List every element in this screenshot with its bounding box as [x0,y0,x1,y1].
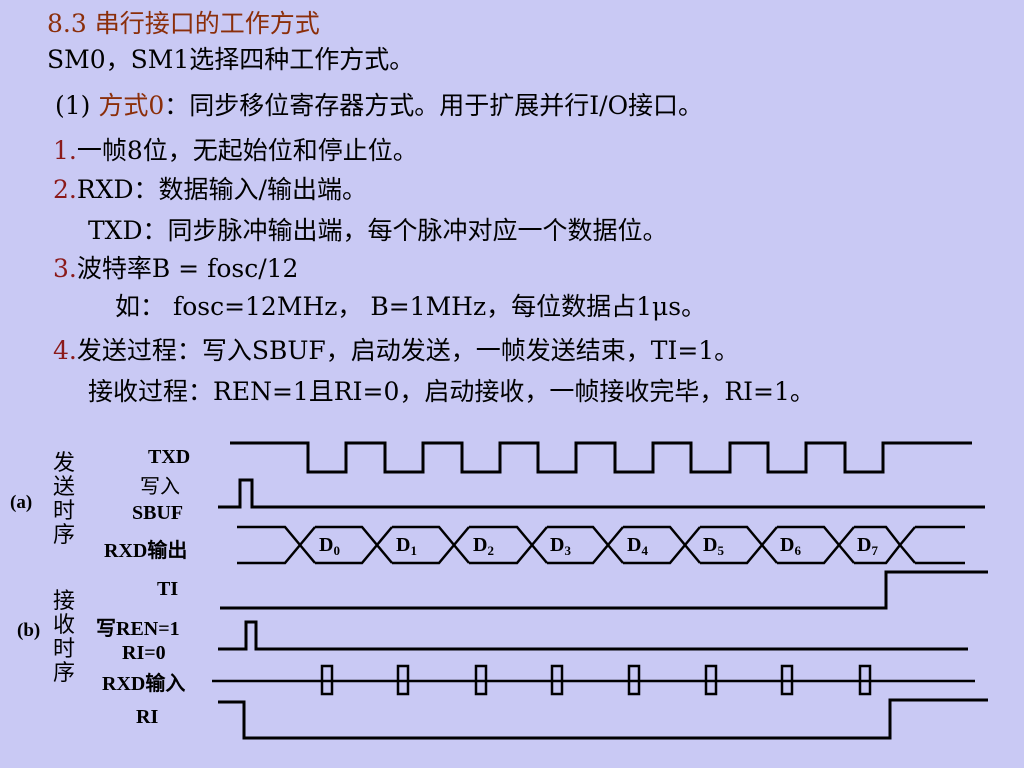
rxd-in-waveform [212,664,975,696]
mode-prefix: (1) [55,91,99,120]
item-4: 4.发送过程：写入SBUF，启动发送，一帧发送结束，TI=1。 [53,335,739,367]
signal-write-sbuf-label-1: 写入 [140,476,180,498]
item-text: 一帧8位，无起始位和停止位。 [76,136,418,165]
item-text: TXD：同步脉冲输出端，每个脉冲对应一个数据位。 [88,216,668,245]
item-2b: TXD：同步脉冲输出端，每个脉冲对应一个数据位。 [88,215,668,247]
item-number: 2. [53,175,77,204]
item-text: RXD：数据输入/输出端。 [76,175,367,204]
item-number: 3. [53,254,77,283]
bit-label-d4: D4 [627,534,648,558]
group-b-tag: (b) [17,620,41,641]
group-a-label: 发送时序 [52,451,75,548]
ti-waveform [220,570,988,610]
slide-subtitle: SM0，SM1选择四种工作方式。 [47,45,415,74]
txd-waveform [230,441,972,474]
signal-write-ren-label: 写REN=1 [96,618,180,640]
bit-label-d6: D6 [780,534,801,558]
signal-rxd-in-label: RXD输入 [102,673,186,695]
item-number: 4. [53,336,77,365]
signal-ri-label: RI [136,706,159,728]
bit-label-d2: D2 [473,534,494,558]
bit-label-d3: D3 [550,534,571,558]
item-3: 3.波特率B = fosc/12 [53,253,298,285]
mode-name: 方式0 [98,91,165,120]
item-text: 如： fosc=12MHz， B=1MHz，每位数据占1μs。 [115,292,707,321]
write-ren-waveform [218,620,968,651]
mode-desc: ：同步移位寄存器方式。用于扩展并行I/O接口。 [164,91,704,120]
item-number: 1. [53,136,77,165]
slide-title: 8.3 串行接口的工作方式 [47,9,320,38]
signal-write-sbuf-label-2: SBUF [132,502,184,524]
signal-ti-label: TI [157,578,179,600]
bit-label-d7: D7 [857,534,878,558]
item-text: 发送过程：写入SBUF，启动发送，一帧发送结束，TI=1。 [76,336,740,365]
item-text: 接收过程：REN=1且RI=0，启动接收，一帧接收完毕，RI=1。 [88,377,815,406]
item-text: 波特率B = fosc/12 [76,254,299,283]
signal-ri-zero-label: RI=0 [122,642,166,664]
item-2: 2.RXD：数据输入/输出端。 [53,174,367,206]
group-a-tag: (a) [10,492,33,513]
bit-label-d0: D0 [319,534,340,558]
signal-txd-label: TXD [148,446,191,468]
mode-heading: (1) 方式0：同步移位寄存器方式。用于扩展并行I/O接口。 [55,90,703,122]
group-b-label: 接收时序 [52,589,75,686]
bit-label-d5: D5 [703,534,724,558]
item-4b: 接收过程：REN=1且RI=0，启动接收，一帧接收完毕，RI=1。 [88,376,815,408]
write-sbuf-waveform [218,478,985,509]
signal-rxd-out-label: RXD输出 [104,540,188,562]
ri-waveform [218,698,988,740]
item-1: 1.一帧8位，无起始位和停止位。 [53,135,418,167]
item-3b: 如： fosc=12MHz， B=1MHz，每位数据占1μs。 [115,291,706,323]
bit-label-d1: D1 [396,534,417,558]
rxd-out-waveform [237,525,965,565]
